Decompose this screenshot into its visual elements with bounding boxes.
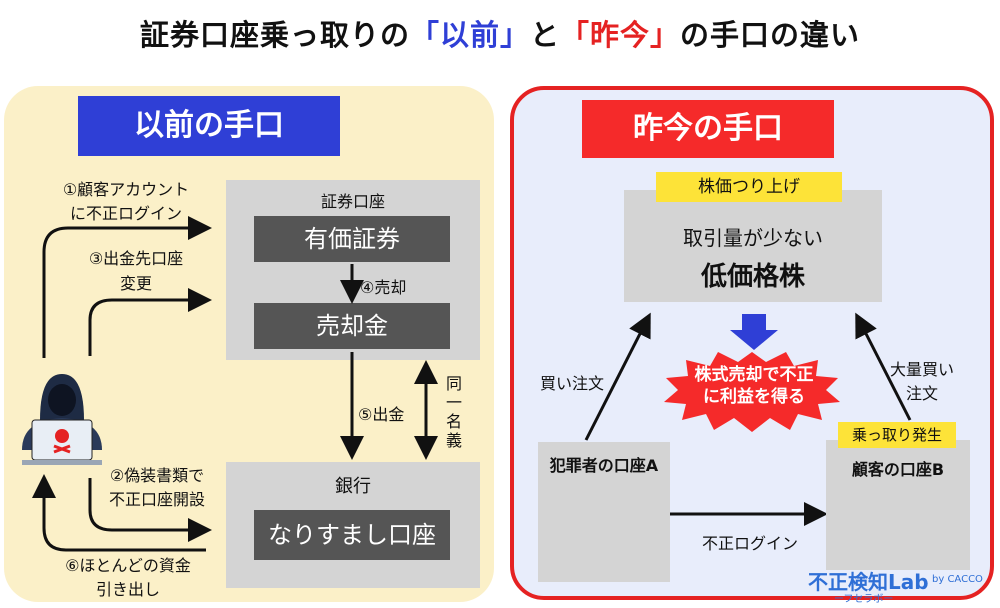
buy-order-part2: 注文 — [572, 374, 605, 393]
burst-line2: に利益を得る — [703, 387, 805, 407]
low-price-stock-box — [624, 190, 882, 302]
big-buy-order-line1: 大量買い — [889, 360, 954, 379]
proceeds-box: 売却金 — [254, 303, 450, 349]
pump-tag: 株価つり上げ — [656, 172, 842, 202]
buy-order-label: 買い注文 — [540, 370, 604, 394]
title-part1: 証券口座乗っ取りの — [139, 18, 410, 52]
big-buy-order-line2: 注文 — [905, 384, 938, 403]
buy-order-part1: 買い — [540, 374, 573, 393]
step5-label: ⑤出金 — [358, 405, 405, 424]
securities-box: 有価証券 — [254, 216, 450, 262]
left-flow-arrows — [22, 216, 438, 552]
criminal-account-label: 犯罪者の口座A — [549, 456, 659, 475]
arrow-buy-order — [584, 312, 651, 441]
step6-line2: 引き出し — [95, 580, 160, 599]
criminal-account-box — [538, 442, 670, 582]
logo-text: 不正検知Lab — [808, 570, 929, 594]
title-mid: と — [529, 18, 560, 52]
burst-line1: 株式売却で不正 — [694, 365, 814, 385]
unauthorized-login-label: 不正ログイン — [701, 534, 798, 553]
step1-line2: に不正ログイン — [69, 204, 182, 223]
securities-account-label: 証券口座 — [320, 192, 385, 211]
arrow-withdraw-funds — [32, 474, 206, 552]
step4-label: ④売却 — [360, 278, 407, 297]
low-volume-label: 取引量が少ない — [683, 226, 823, 250]
same-name-label: 同一名義 — [444, 374, 464, 450]
page-title: 証券口座乗っ取りの「以前」と「昨今」の手口の違い — [0, 12, 1000, 54]
profit-burst — [664, 352, 840, 432]
step6-line1: ⑥ほとんどの資金 — [65, 556, 191, 575]
title-highlight-before: 「以前」 — [409, 18, 530, 52]
step3-line2: 変更 — [119, 274, 152, 293]
bank-label: 銀行 — [335, 476, 371, 497]
blue-down-arrow — [730, 314, 778, 350]
burst-text: 株式売却で不正 に利益を得る — [664, 364, 844, 408]
left-banner: 以前の手口 — [78, 96, 340, 156]
low-price-stock-label: 低価格株 — [700, 262, 805, 292]
title-highlight-recent: 「昨今」 — [560, 18, 681, 52]
right-banner: 昨今の手口 — [582, 100, 834, 158]
step3-line1: ③出金先口座 — [88, 249, 184, 268]
arrow-login — [42, 216, 212, 358]
arrow-change-account — [88, 288, 212, 356]
arrow-big-buy-order — [855, 312, 912, 421]
hacker-icon-left — [22, 374, 102, 465]
brand-logo: 不正検知Lab by CACCO ーフセラボー — [808, 566, 994, 606]
title-part2: の手口の違い — [680, 18, 861, 52]
logo-sub: ーフセラボー — [834, 594, 894, 605]
fake-account-box: なりすまし口座 — [254, 510, 450, 560]
arrow-open-account — [88, 478, 212, 542]
same-name-text: 同一名義 — [445, 374, 462, 450]
customer-account-label: 顧客の口座B — [851, 460, 945, 479]
customer-account-box — [826, 440, 970, 570]
step2-line1: ②偽装書類で — [109, 466, 205, 485]
step2-line2: 不正口座開設 — [108, 490, 205, 509]
step1-line1: ①顧客アカウント — [62, 180, 190, 199]
logo-by: by CACCO — [932, 574, 983, 585]
takeover-tag: 乗っ取り発生 — [838, 422, 956, 448]
